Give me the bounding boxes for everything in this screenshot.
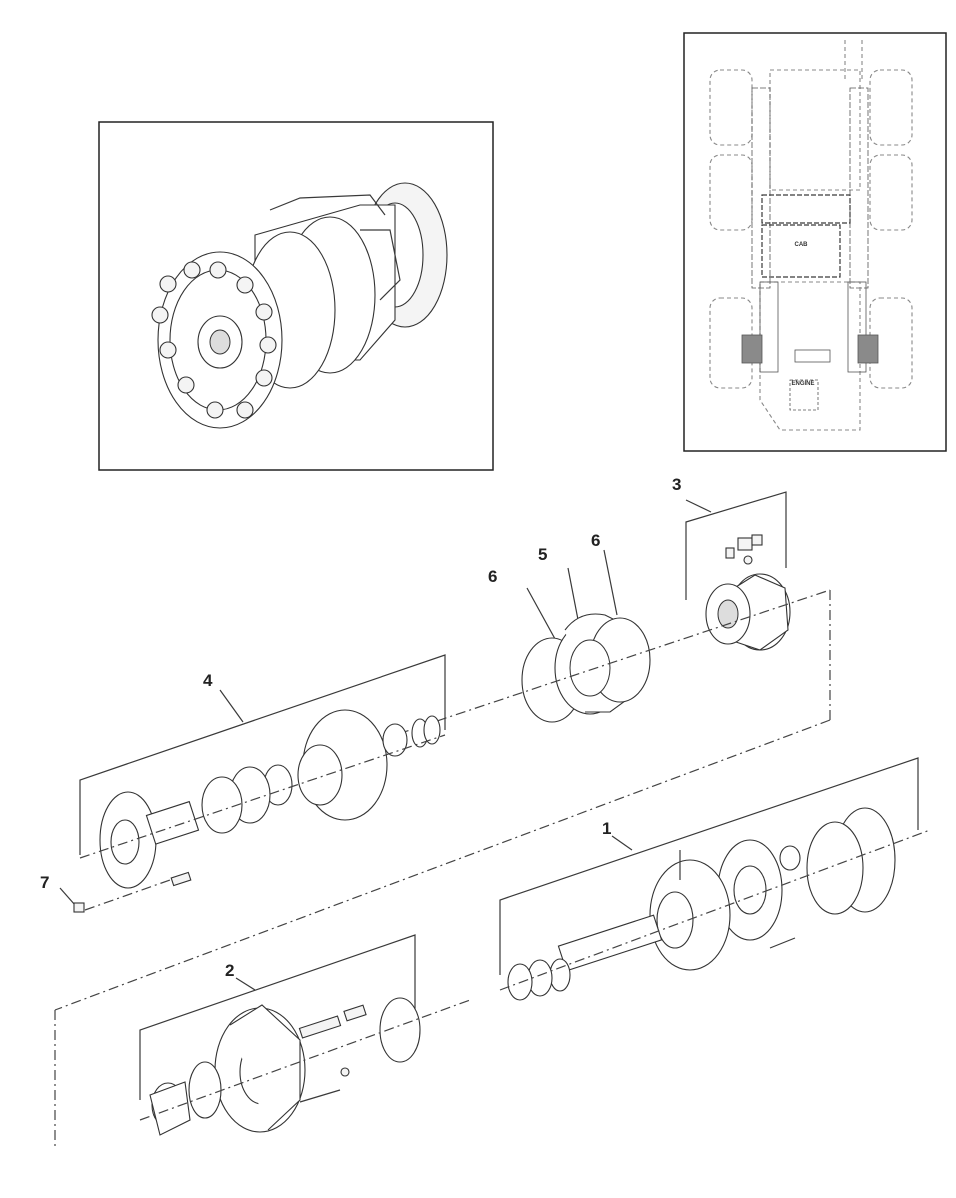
group-2-bracket bbox=[139, 934, 416, 1100]
part-7: 7 bbox=[40, 871, 192, 913]
centre-axis-upper bbox=[379, 589, 831, 741]
centre-axis-return bbox=[54, 719, 831, 1011]
right-drive-motor-highlight bbox=[857, 334, 879, 364]
engine-label: ENGINE bbox=[791, 381, 814, 387]
callout-1: 1 bbox=[602, 819, 611, 838]
left-drive-motor-highlight bbox=[741, 334, 763, 364]
location-map-frame bbox=[683, 32, 947, 452]
group-3-bracket bbox=[685, 491, 787, 600]
bearing-ring bbox=[382, 723, 408, 757]
rear-right-tyre bbox=[869, 297, 913, 389]
callout-6-right: 6 bbox=[591, 531, 600, 550]
splined-shaft bbox=[145, 800, 200, 845]
callout-6-left: 6 bbox=[488, 567, 497, 586]
part-group-2: 2 bbox=[139, 934, 471, 1136]
machine-location-map: CAB ENGINE bbox=[683, 32, 947, 452]
piston-part bbox=[737, 537, 753, 551]
callout-4: 4 bbox=[203, 671, 213, 690]
plug-part bbox=[73, 902, 85, 913]
cab-label: CAB bbox=[795, 242, 809, 248]
front-right-tyre bbox=[869, 69, 913, 146]
callout-3: 3 bbox=[672, 475, 681, 494]
part-group-1: 1 bbox=[499, 757, 931, 1001]
cab-outline bbox=[761, 224, 841, 278]
part-group-5-6: 6 5 6 bbox=[488, 531, 651, 723]
part-group-4: 4 bbox=[79, 654, 446, 889]
valve-plate bbox=[379, 997, 421, 1063]
output-shaft bbox=[557, 914, 663, 972]
group-4-bracket bbox=[79, 654, 446, 855]
callout-2: 2 bbox=[225, 961, 234, 980]
flange-bolts bbox=[151, 261, 277, 419]
assembled-motor-view bbox=[98, 121, 494, 471]
callout-7: 7 bbox=[40, 873, 49, 892]
part-group-3: 3 bbox=[672, 475, 791, 651]
callout-5: 5 bbox=[538, 545, 547, 564]
group-1-bracket bbox=[499, 757, 919, 975]
